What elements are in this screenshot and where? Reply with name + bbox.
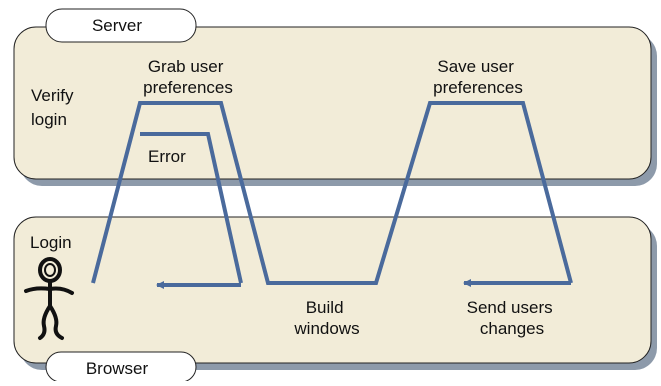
server-panel: Server Verify login Grab user preference…: [13, 8, 657, 186]
grab-prefs-label: Grab user preferences: [143, 57, 233, 97]
error-return-arrow: [140, 132, 243, 284]
browser-panel: Login Build windows Send users changes B…: [13, 216, 657, 383]
grab-prefs-line-1: Grab user: [148, 57, 224, 76]
verify-login-label: Verify login: [31, 86, 78, 129]
user-stick-figure: [24, 257, 74, 340]
browser-tab-label: Browser: [86, 359, 149, 378]
browser-tab: Browser: [45, 351, 197, 383]
send-changes-label: Send users changes: [467, 298, 558, 338]
server-panel-box: [13, 26, 652, 180]
server-tab-label: Server: [92, 16, 142, 35]
figure-head-inner: [44, 263, 56, 277]
grab-prefs-line-2: preferences: [143, 78, 233, 97]
browser-panel-box: [13, 216, 652, 364]
login-label: Login: [30, 233, 72, 252]
error-label: Error: [148, 147, 186, 166]
send-changes-line-2: changes: [480, 319, 544, 338]
verify-login-line-1: Verify: [31, 86, 74, 105]
figure-left-leg: [38, 304, 52, 340]
verify-login-line-2: login: [31, 110, 67, 129]
build-windows-line-1: Build: [306, 298, 344, 317]
send-changes-line-1: Send users: [467, 298, 553, 317]
figure-right-leg: [48, 304, 64, 340]
server-tab-pill: [45, 8, 197, 43]
save-prefs-line-1: Save user: [437, 57, 514, 76]
build-windows-label: Build windows: [293, 298, 359, 338]
figure-arms: [24, 286, 74, 295]
build-windows-line-2: windows: [293, 319, 359, 338]
save-prefs-line-2: preferences: [433, 78, 523, 97]
save-prefs-label: Save user preferences: [433, 57, 523, 97]
flow-lines: [91, 101, 573, 289]
server-tab: Server: [45, 8, 197, 43]
login-to-grab-prefs-flow: [91, 101, 573, 285]
